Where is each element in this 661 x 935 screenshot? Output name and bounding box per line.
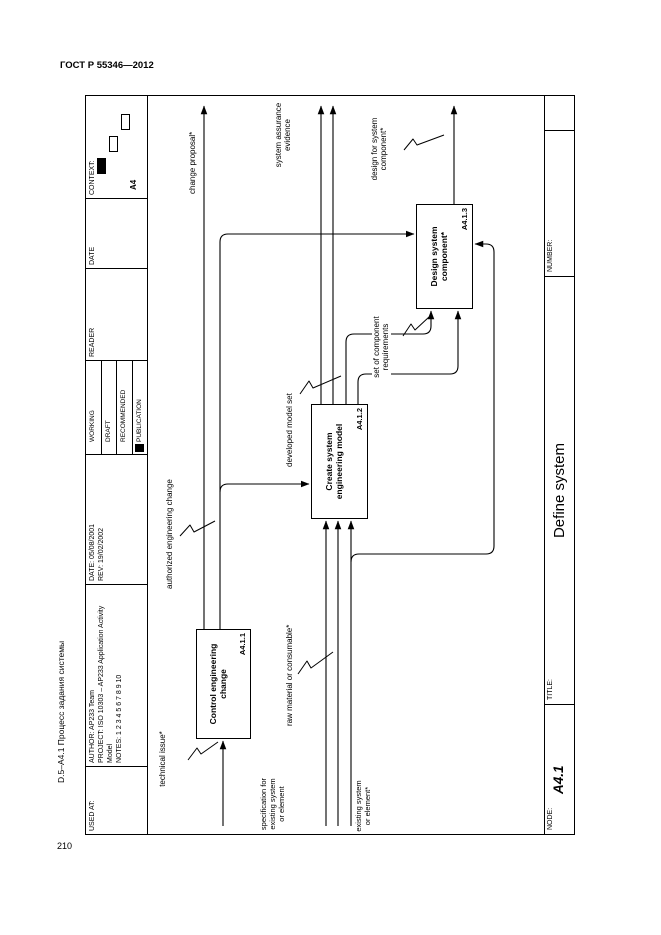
status-label: WORKING <box>89 410 97 442</box>
figure-caption: D.5–A4.1 Процесс задания системы <box>56 640 66 783</box>
activity-id: A4.1.1 <box>238 633 248 656</box>
label-authorized-engineering-change: authorized engineering change <box>165 479 174 589</box>
squiggle-technical-issue <box>187 741 219 761</box>
status-row-working: WORKING <box>86 361 102 454</box>
context-node-id: A4 <box>128 179 138 190</box>
date-cell: DATE: 05/08/2001 REV: 19/02/2002 <box>86 454 147 584</box>
project-line: PROJECT: ISO 10303 – AP233 Application A… <box>98 605 115 763</box>
idef0-header: USED AT: AUTHOR: AP233 Team PROJECT: ISO… <box>86 96 148 834</box>
context-cell: CONTEXT: A4 <box>86 96 147 198</box>
arrow-authorized-change-to-a413 <box>219 230 415 629</box>
activity-label: Create system engineering model <box>324 423 344 500</box>
status-label: RECOMMENDED <box>120 389 128 442</box>
reader-date-label: DATE <box>89 246 96 265</box>
label-set-of-component-requirements: set of component requirements <box>372 308 391 386</box>
context-thumbnail: A4 <box>95 100 143 192</box>
used-at-label: USED AT: <box>89 800 96 831</box>
context-box <box>109 136 118 152</box>
title-cell: TITLE: Define system <box>545 276 574 704</box>
idef0-footer: NODE: A4.1 TITLE: Define system NUMBER: <box>544 96 574 834</box>
activity-box-a413: Design system component* A4.1.3 <box>416 204 473 309</box>
status-label: PUBLICATION <box>135 399 143 442</box>
label-raw-material: raw material or consumable* <box>285 624 294 726</box>
label-specification-existing: specification for existing system or ele… <box>259 777 286 831</box>
label-technical-issue: technical issue* <box>158 731 167 787</box>
activity-box-a411: Control engineering change A4.1.1 <box>196 629 251 739</box>
arrow-authorized-change-to-a412 <box>219 480 310 493</box>
activity-box-a412: Create system engineering model A4.1.2 <box>311 404 368 519</box>
node-cell: NODE: A4.1 <box>545 704 574 834</box>
used-at-cell: USED AT: <box>86 766 147 834</box>
label-developed-model-set: developed model set <box>285 393 295 467</box>
context-box-highlighted <box>97 158 106 174</box>
squiggle-component-requirements <box>402 316 430 337</box>
activity-label: Control engineering change <box>208 643 228 725</box>
context-box <box>121 114 130 130</box>
number-subcell-divider <box>545 130 574 131</box>
number-cell: NUMBER: <box>545 96 574 276</box>
squiggle-authorized-change <box>179 520 216 537</box>
title-value: Define system <box>551 442 568 539</box>
status-row-recommended: RECOMMENDED <box>117 361 133 454</box>
squiggle-design-for-component <box>403 134 445 151</box>
standard-designation: ГОСТ Р 55346—2012 <box>60 60 154 71</box>
label-design-for-system-component: design for system component* <box>370 117 389 181</box>
arrow-existing-system-branch <box>350 240 495 563</box>
reader-label: READER <box>89 327 96 357</box>
title-label: TITLE: <box>547 678 554 700</box>
status-cell: WORKING DRAFT RECOMMENDED PUBLICATION <box>86 360 147 454</box>
squiggle-developed-model-set <box>299 375 342 395</box>
author-cell: AUTHOR: AP233 Team PROJECT: ISO 10303 – … <box>86 584 147 766</box>
label-change-proposal: change proposal* <box>188 131 197 194</box>
rev-line: REV: 19/02/2002 <box>98 527 106 581</box>
number-label: NUMBER: <box>547 239 554 272</box>
notes-line: NOTES: 1 2 3 4 5 6 7 8 9 10 <box>116 674 124 763</box>
reader-date-cell: DATE <box>86 198 147 268</box>
activity-id: A4.1.3 <box>460 208 470 231</box>
status-row-publication: PUBLICATION <box>133 361 148 454</box>
idef0-sheet: USED AT: AUTHOR: AP233 Team PROJECT: ISO… <box>85 95 575 835</box>
arrow-component-requirements <box>357 310 462 404</box>
date-line: DATE: 05/08/2001 <box>89 523 96 581</box>
author-line: AUTHOR: AP233 Team <box>89 689 96 763</box>
label-existing-system: existing system or element* <box>354 780 372 832</box>
arrow-network <box>179 105 495 826</box>
status-row-draft: DRAFT <box>101 361 117 454</box>
status-label: DRAFT <box>104 420 112 442</box>
page-number: 210 <box>57 841 73 851</box>
activity-label: Design system component* <box>429 226 449 287</box>
label-system-assurance-evidence: system assurance evidence <box>274 102 293 168</box>
node-label: NODE: <box>547 807 554 830</box>
diagram-area: Control engineering change A4.1.1 Create… <box>148 96 544 834</box>
publication-marker <box>135 442 145 452</box>
activity-id: A4.1.2 <box>355 408 365 431</box>
node-value: A4.1 <box>551 765 566 794</box>
squiggle-raw-material <box>297 651 334 675</box>
reader-cell: READER <box>86 268 147 360</box>
